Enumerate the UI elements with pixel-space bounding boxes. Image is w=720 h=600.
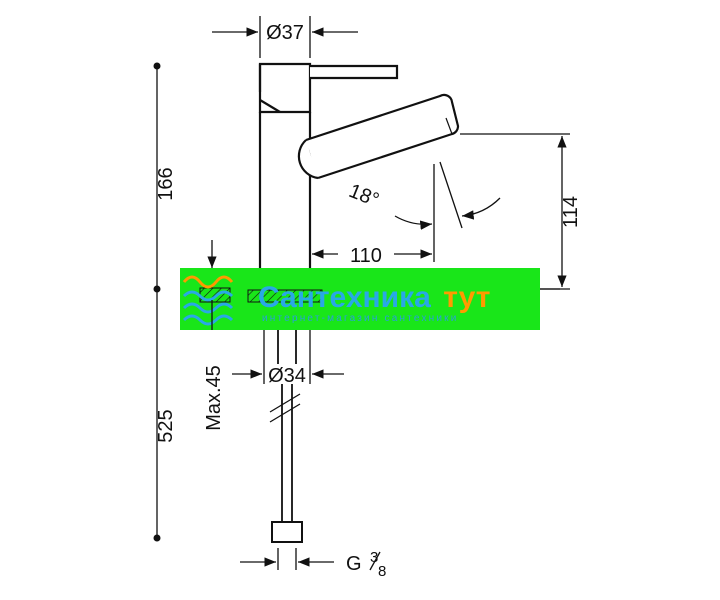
inlet-diameter-dimension bbox=[232, 330, 344, 384]
dim-body-diameter: Ø37 bbox=[266, 22, 304, 44]
dim-hose-length: 525 bbox=[155, 409, 177, 442]
thread-fraction-slash bbox=[369, 551, 381, 571]
thread-dimension bbox=[240, 548, 334, 570]
dim-dot-top bbox=[153, 62, 161, 70]
dim-thread-denominator: 8 bbox=[378, 563, 386, 580]
watermark-brand: Сантехника тут bbox=[258, 281, 490, 314]
swivel-angle-dimension bbox=[394, 161, 501, 262]
dim-thread-size: G 3 bbox=[346, 549, 378, 575]
spout-height-dimension bbox=[360, 133, 570, 290]
dim-dot-mid bbox=[153, 285, 161, 293]
watermark-logo-icon bbox=[182, 275, 234, 326]
dim-max-thickness: Max.45 bbox=[203, 365, 225, 431]
dim-inlet-diameter: Ø34 bbox=[268, 365, 306, 387]
dim-dot-bottom bbox=[153, 534, 161, 542]
dim-swivel-angle: 18° bbox=[346, 180, 382, 212]
dim-spout-reach: 110 bbox=[350, 245, 382, 267]
dim-total-height-above: 166 bbox=[155, 167, 177, 200]
spout-outlet-line bbox=[445, 117, 453, 135]
diameter-37-dimension bbox=[212, 16, 358, 58]
watermark-tagline: интернет-магазин сантехники bbox=[262, 313, 459, 324]
watermark-band bbox=[180, 268, 540, 330]
dim-spout-height: 114 bbox=[560, 196, 582, 228]
inlet-hose bbox=[269, 330, 303, 543]
faucet-body bbox=[258, 62, 460, 280]
